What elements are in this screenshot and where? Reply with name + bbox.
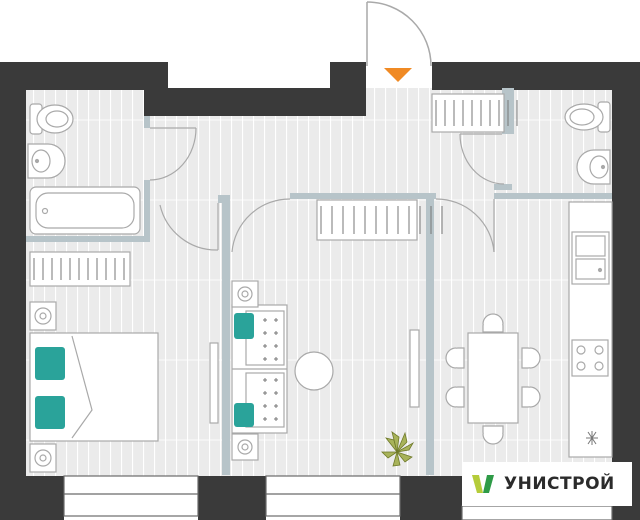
chair	[521, 347, 541, 369]
kitchen-sink	[571, 231, 610, 285]
sofa-tuft	[274, 331, 278, 335]
radiator-bedroom	[29, 251, 131, 287]
radiator-bath	[431, 93, 505, 133]
sofa-tuft	[274, 378, 278, 382]
sofa-tuft	[274, 357, 278, 361]
radiators	[29, 93, 505, 287]
entrance-door	[366, 1, 432, 82]
toilet-right	[564, 101, 611, 133]
plant-icon	[381, 431, 415, 467]
cushion-top	[234, 313, 254, 339]
exterior-walls	[0, 62, 640, 520]
tv-bedroom	[209, 342, 219, 424]
dining-chairs	[445, 313, 541, 445]
sofa-tuft	[263, 417, 267, 421]
sofa-tuft	[263, 344, 267, 348]
brand-logo: УНИСТРОЙ	[462, 462, 632, 506]
nightstand-bottom	[29, 443, 57, 473]
brand-name: УНИСТРОЙ	[504, 474, 615, 494]
sofa-tuft	[274, 344, 278, 348]
sofa-tuft	[263, 357, 267, 361]
pillow-bottom	[35, 396, 65, 429]
radiator-hall	[316, 199, 418, 241]
stove	[571, 339, 609, 377]
tv-living	[409, 329, 420, 408]
sofa-tuft	[263, 378, 267, 382]
side-table-top	[231, 280, 259, 308]
window-center	[265, 475, 401, 517]
chair	[482, 425, 504, 445]
chair	[445, 347, 465, 369]
sofa-tuft	[274, 404, 278, 408]
window-left	[63, 475, 199, 517]
windows	[63, 475, 613, 520]
sofa-tuft	[263, 331, 267, 335]
entry-arrow-icon	[384, 68, 412, 82]
chair	[521, 386, 541, 408]
dining-table	[467, 332, 519, 424]
partitions	[26, 88, 612, 475]
toilet-left	[29, 103, 74, 135]
sofa-tuft	[263, 318, 267, 322]
sofa-tuft	[263, 391, 267, 395]
cushion-bottom	[234, 403, 254, 427]
brand-mark-icon	[472, 475, 494, 493]
sink-left	[27, 143, 66, 179]
sofa-tuft	[263, 404, 267, 408]
pillow-top	[35, 347, 65, 380]
sofa-tuft	[274, 417, 278, 421]
chair	[445, 386, 465, 408]
nightstand-top	[29, 301, 57, 331]
sink-right	[576, 149, 611, 185]
window-right	[461, 505, 613, 520]
sofa-tuft	[274, 391, 278, 395]
sofa	[231, 304, 288, 434]
interior-doors	[149, 127, 505, 253]
bathtub	[29, 186, 141, 235]
fridge-snowflake-icon	[586, 431, 598, 445]
chair	[482, 313, 504, 333]
sofa-tuft	[274, 318, 278, 322]
side-table-bottom	[231, 433, 259, 461]
coffee-table	[294, 351, 334, 391]
bed	[29, 332, 159, 442]
